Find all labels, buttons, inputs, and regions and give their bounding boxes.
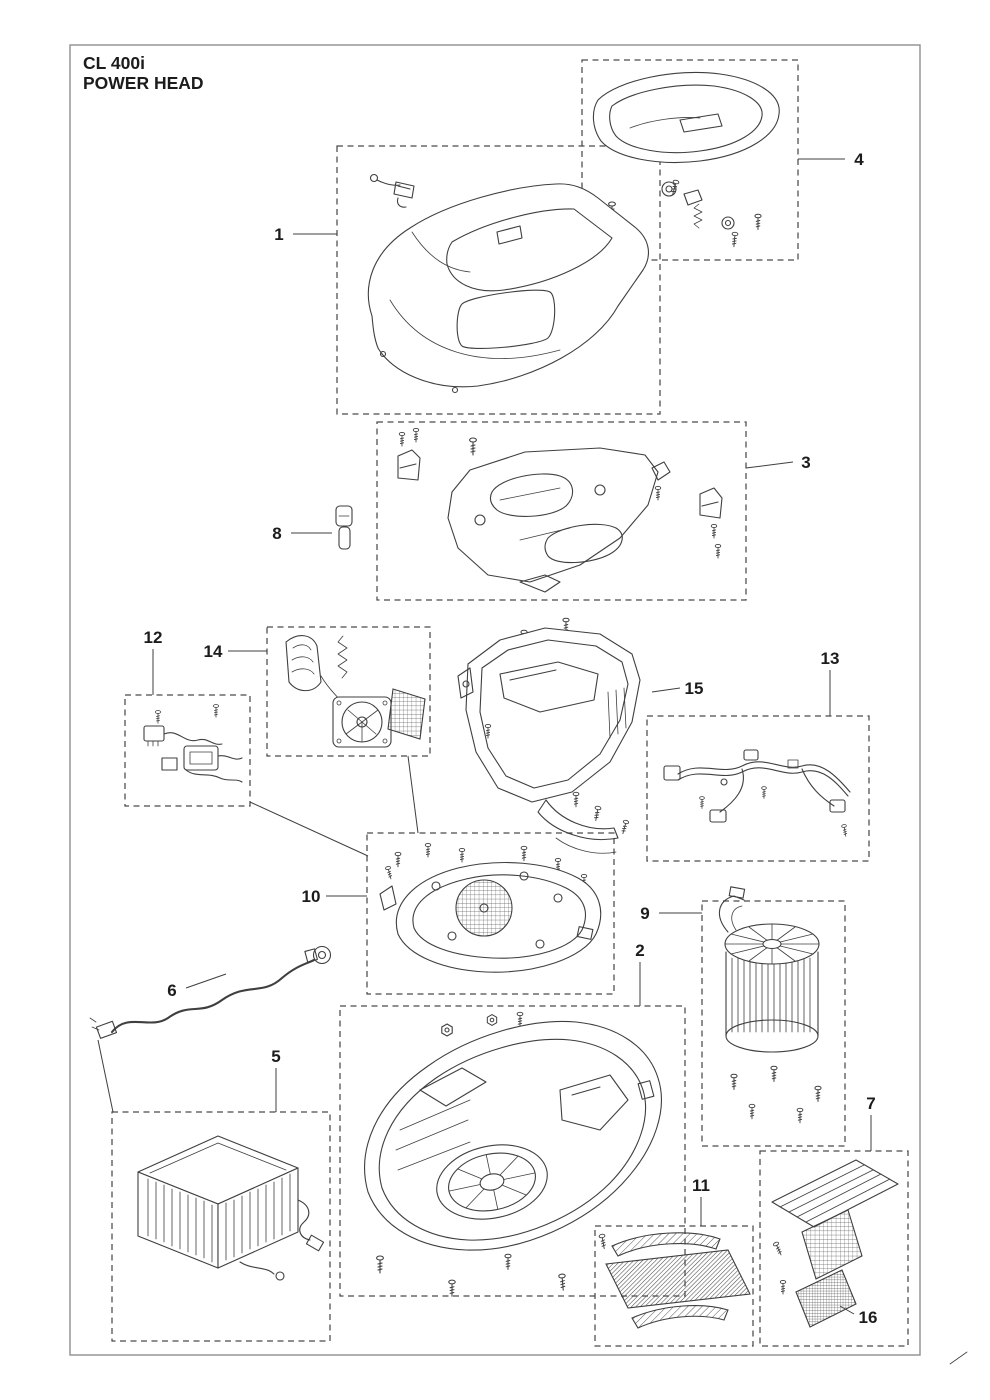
- handle-clip-drawing: [335, 505, 353, 550]
- top-cover-drawing: [367, 173, 649, 394]
- callout-labels: 1 2 3 4 5 6 7 8 9 10 11 12 13 14 15 16: [144, 150, 878, 1327]
- group-box-12: [124, 694, 251, 807]
- group-box-1: [336, 145, 661, 415]
- group-box-4: [581, 59, 799, 261]
- group-boxes: [111, 59, 909, 1347]
- frame-plate-drawing: [397, 427, 723, 593]
- callout-label-5: 5: [271, 1047, 280, 1066]
- group-box-13: [646, 715, 870, 862]
- callout-label-6: 6: [167, 981, 176, 1000]
- corner-mark: [949, 1351, 968, 1365]
- chassis-lower-drawing: [364, 1011, 662, 1297]
- callout-label-1: 1: [274, 225, 283, 244]
- callout-label-7: 7: [866, 1094, 875, 1113]
- group-box-2: [339, 1005, 686, 1297]
- callout-label-12: 12: [144, 628, 163, 647]
- group-box-14: [266, 626, 431, 757]
- battery-charger-drawing: [137, 1135, 325, 1281]
- wire-harness-drawing: [663, 749, 851, 838]
- callout-label-9: 9: [640, 904, 649, 923]
- connector-line: [407, 755, 419, 834]
- filter-kit-drawing: [605, 1232, 751, 1329]
- page-border: [69, 44, 921, 1356]
- charging-cable-drawing: [89, 945, 332, 1039]
- group-box-5: [111, 1111, 331, 1342]
- group-box-7: [759, 1150, 909, 1347]
- callout-leaders: [152, 158, 872, 1315]
- callout-label-16: 16: [859, 1308, 878, 1327]
- fan-assembly-drawing: [285, 635, 426, 748]
- callout-label-2: 2: [635, 941, 644, 960]
- callout-label-11: 11: [692, 1176, 710, 1195]
- callout-label-4: 4: [854, 150, 864, 169]
- callout-label-10: 10: [302, 887, 321, 906]
- callout-label-8: 8: [272, 524, 281, 543]
- group-box-3: [376, 421, 747, 601]
- connector-line: [97, 1039, 114, 1113]
- callout-label-13: 13: [821, 649, 840, 668]
- cover-lid-drawing: [592, 71, 780, 248]
- connector-lines: [97, 755, 419, 1113]
- callout-label-14: 14: [204, 642, 223, 661]
- mesh-screen-drawing: [795, 1269, 857, 1328]
- connector-line: [249, 801, 369, 857]
- group-box-10: [366, 832, 615, 995]
- callout-label-15: 15: [685, 679, 704, 698]
- callout-label-3: 3: [801, 453, 810, 472]
- group-box-11: [594, 1225, 754, 1347]
- diagram-title-section: POWER HEAD: [83, 73, 204, 93]
- motor-drawing: [718, 886, 822, 1124]
- motor-deck-drawing: [379, 842, 602, 973]
- side-grille-drawing: [771, 1159, 899, 1295]
- switch-wiring-drawing: [143, 704, 243, 783]
- chassis-upper-drawing: [457, 617, 641, 854]
- group-box-9: [701, 900, 846, 1147]
- diagram-title-model: CL 400i: [83, 53, 145, 73]
